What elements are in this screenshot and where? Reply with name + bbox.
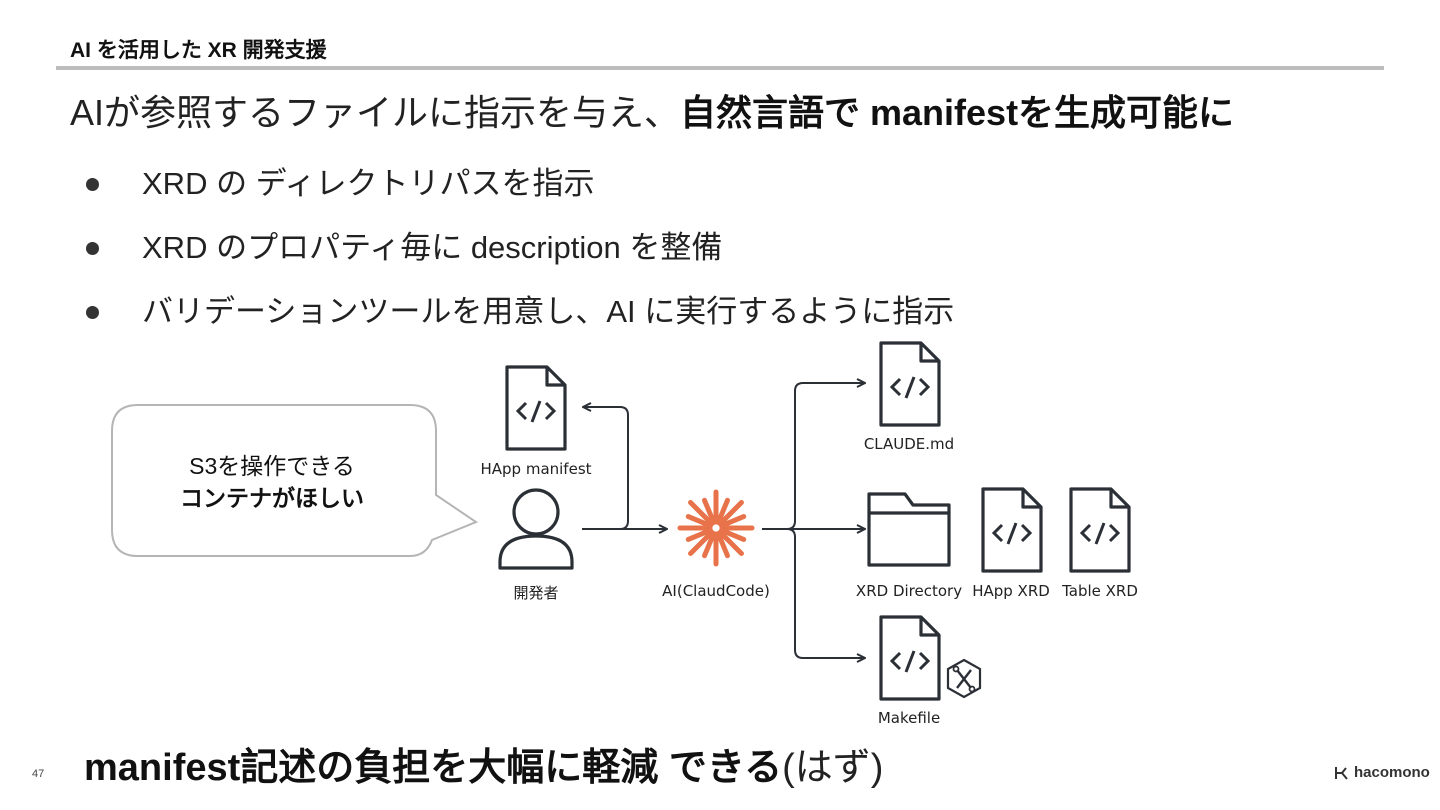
person-icon — [498, 488, 574, 570]
footer-statement-bold: manifest記述の負担を大幅に軽減 できる — [84, 747, 783, 789]
starburst-ray — [688, 500, 715, 527]
code-file-icon — [1069, 487, 1131, 573]
label-table-xrd: Table XRD — [1062, 582, 1138, 600]
starburst-ray — [717, 500, 744, 527]
headline-normal: AIが参照するファイルに指示を与え、 — [70, 92, 681, 133]
speech-bubble-line1: S3を操作できる — [189, 453, 355, 479]
starburst-ray — [685, 514, 713, 529]
code-file-icon — [981, 487, 1043, 573]
starburst-ray — [719, 514, 747, 529]
bullet-item: XRD のプロパティ毎に description を整備 — [80, 226, 954, 290]
starburst-ray — [702, 531, 717, 559]
label-xrd-directory: XRD Directory — [855, 582, 963, 600]
bullet-dot — [86, 242, 99, 255]
footer-statement: manifest記述の負担を大幅に軽減 できる(はず) — [84, 736, 883, 791]
speech-bubble-text: S3を操作できる コンテナがほしい — [112, 450, 432, 514]
bullet-dot — [86, 178, 99, 191]
bullet-item: XRD の ディレクトリパスを指示 — [80, 162, 954, 226]
footer-statement-light: (はず) — [782, 747, 884, 789]
starburst-ray — [717, 529, 744, 556]
starburst-ray — [719, 527, 747, 542]
label-developer: 開発者 — [513, 584, 559, 602]
label-ai: AI(ClaudCode) — [662, 582, 770, 600]
brand-mark-icon — [1335, 766, 1348, 780]
starburst-ray — [715, 531, 730, 559]
bullet-text: XRD の ディレクトリパスを指示 — [142, 166, 595, 201]
title-divider — [56, 66, 1384, 70]
starburst-ray — [688, 529, 715, 556]
code-file-icon — [505, 365, 567, 451]
headline-bold: 自然言語で manifestを生成可能に — [680, 92, 1235, 133]
label-happ-xrd: HApp XRD — [972, 582, 1050, 600]
speech-bubble-line2: コンテナがほしい — [180, 485, 364, 511]
bullet-list: XRD の ディレクトリパスを指示 XRD のプロパティ毎に descripti… — [80, 162, 954, 354]
page-number: 47 — [32, 768, 45, 780]
label-happ-manifest: HApp manifest — [480, 460, 592, 478]
code-file-icon — [879, 341, 941, 427]
speech-bubble — [111, 404, 479, 557]
arrow-to-makefile — [786, 528, 864, 658]
bullet-item: バリデーションツールを用意し、AI に実行するように指示 — [80, 290, 954, 354]
arrow-to-happ-manifest — [584, 407, 629, 530]
arrow-to-claude-md — [786, 383, 864, 530]
slide-headline: AIが参照するファイルに指示を与え、自然言語で manifestを生成可能に — [70, 84, 1234, 136]
bullet-text: XRD のプロパティ毎に description を整備 — [142, 230, 723, 265]
label-claude-md: CLAUDE.md — [863, 435, 955, 453]
label-makefile: Makefile — [877, 709, 941, 727]
starburst-ray — [715, 497, 730, 525]
brand-logo: hacomono — [1334, 764, 1430, 781]
starburst-icon — [677, 489, 755, 567]
code-file-icon — [879, 615, 941, 701]
tools-icon — [946, 658, 982, 699]
brand-name: hacomono — [1354, 764, 1430, 781]
starburst-ray — [685, 527, 713, 542]
section-title: AI を活用した XR 開発支援 — [70, 39, 327, 62]
starburst-ray — [702, 497, 717, 525]
bullet-text: バリデーションツールを用意し、AI に実行するように指示 — [142, 294, 955, 329]
folder-icon — [867, 492, 951, 567]
bullet-dot — [86, 306, 99, 319]
